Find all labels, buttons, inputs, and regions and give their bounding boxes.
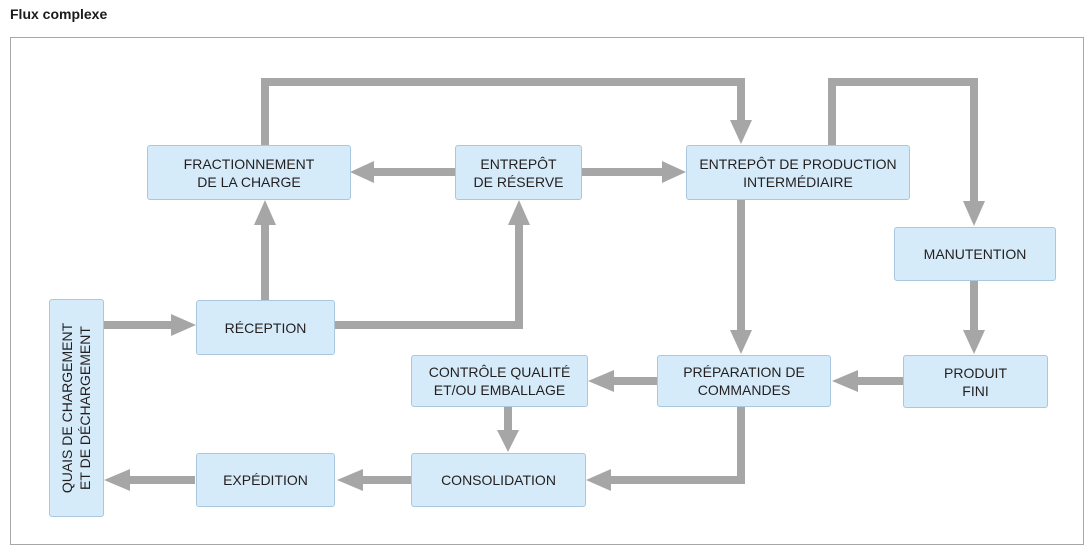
node-controle-qualite: CONTRÔLE QUALITÉ ET/OU EMBALLAGE	[411, 355, 588, 407]
arrowhead-left	[337, 469, 363, 491]
arrow-production-to-manutention-loop	[828, 78, 978, 203]
node-preparation: PRÉPARATION DE COMMANDES	[657, 355, 831, 407]
arrowhead-down	[497, 430, 519, 452]
arrow-reception-to-reserve	[335, 223, 523, 329]
arrowhead-up	[508, 200, 530, 225]
arrow-fractionnement-to-production-loop	[261, 78, 745, 145]
arrowhead-left	[104, 469, 130, 491]
arrowhead-down	[963, 201, 985, 226]
node-label: PRODUIT FINI	[944, 364, 1007, 399]
arrowhead-left	[588, 370, 614, 392]
node-reception: RÉCEPTION	[196, 300, 335, 355]
arrowhead-up	[254, 200, 276, 225]
node-label: CONTRÔLE QUALITÉ ET/OU EMBALLAGE	[428, 364, 571, 398]
node-entrepot-production: ENTREPÔT DE PRODUCTION INTERMÉDIAIRE	[686, 145, 910, 200]
node-manutention: MANUTENTION	[894, 227, 1056, 281]
node-label: CONSOLIDATION	[441, 472, 556, 488]
node-quais: QUAIS DE CHARGEMENT ET DE DÉCHARGEMENT	[49, 299, 104, 517]
arrowhead-down	[730, 120, 752, 144]
node-label: ENTREPÔT DE RÉSERVE	[473, 155, 564, 190]
node-label: EXPÉDITION	[223, 472, 308, 488]
arrowhead-left	[350, 161, 374, 183]
diagram-title: Flux complexe	[10, 6, 108, 22]
arrowhead-right	[662, 161, 686, 183]
arrowhead-left	[832, 370, 858, 392]
node-label: ENTREPÔT DE PRODUCTION INTERMÉDIAIRE	[699, 155, 897, 190]
node-label: MANUTENTION	[923, 246, 1027, 262]
node-label: RÉCEPTION	[224, 319, 307, 336]
node-fractionnement: FRACTIONNEMENT DE LA CHARGE	[147, 145, 351, 200]
arrow-preparation-to-consolidation	[609, 407, 745, 484]
node-label: QUAIS DE CHARGEMENT ET DE DÉCHARGEMENT	[59, 322, 94, 494]
node-entrepot-reserve: ENTREPÔT DE RÉSERVE	[455, 145, 582, 200]
node-label: PRÉPARATION DE COMMANDES	[683, 364, 805, 398]
node-produit-fini: PRODUIT FINI	[903, 355, 1048, 408]
node-expedition: EXPÉDITION	[196, 453, 335, 507]
diagram-frame	[10, 37, 1084, 545]
arrowhead-right	[171, 314, 196, 336]
arrowhead-down	[963, 330, 985, 354]
arrowhead-left	[586, 469, 611, 491]
node-label: FRACTIONNEMENT DE LA CHARGE	[183, 155, 315, 190]
arrowhead-down	[730, 330, 752, 354]
node-consolidation: CONSOLIDATION	[411, 453, 586, 507]
